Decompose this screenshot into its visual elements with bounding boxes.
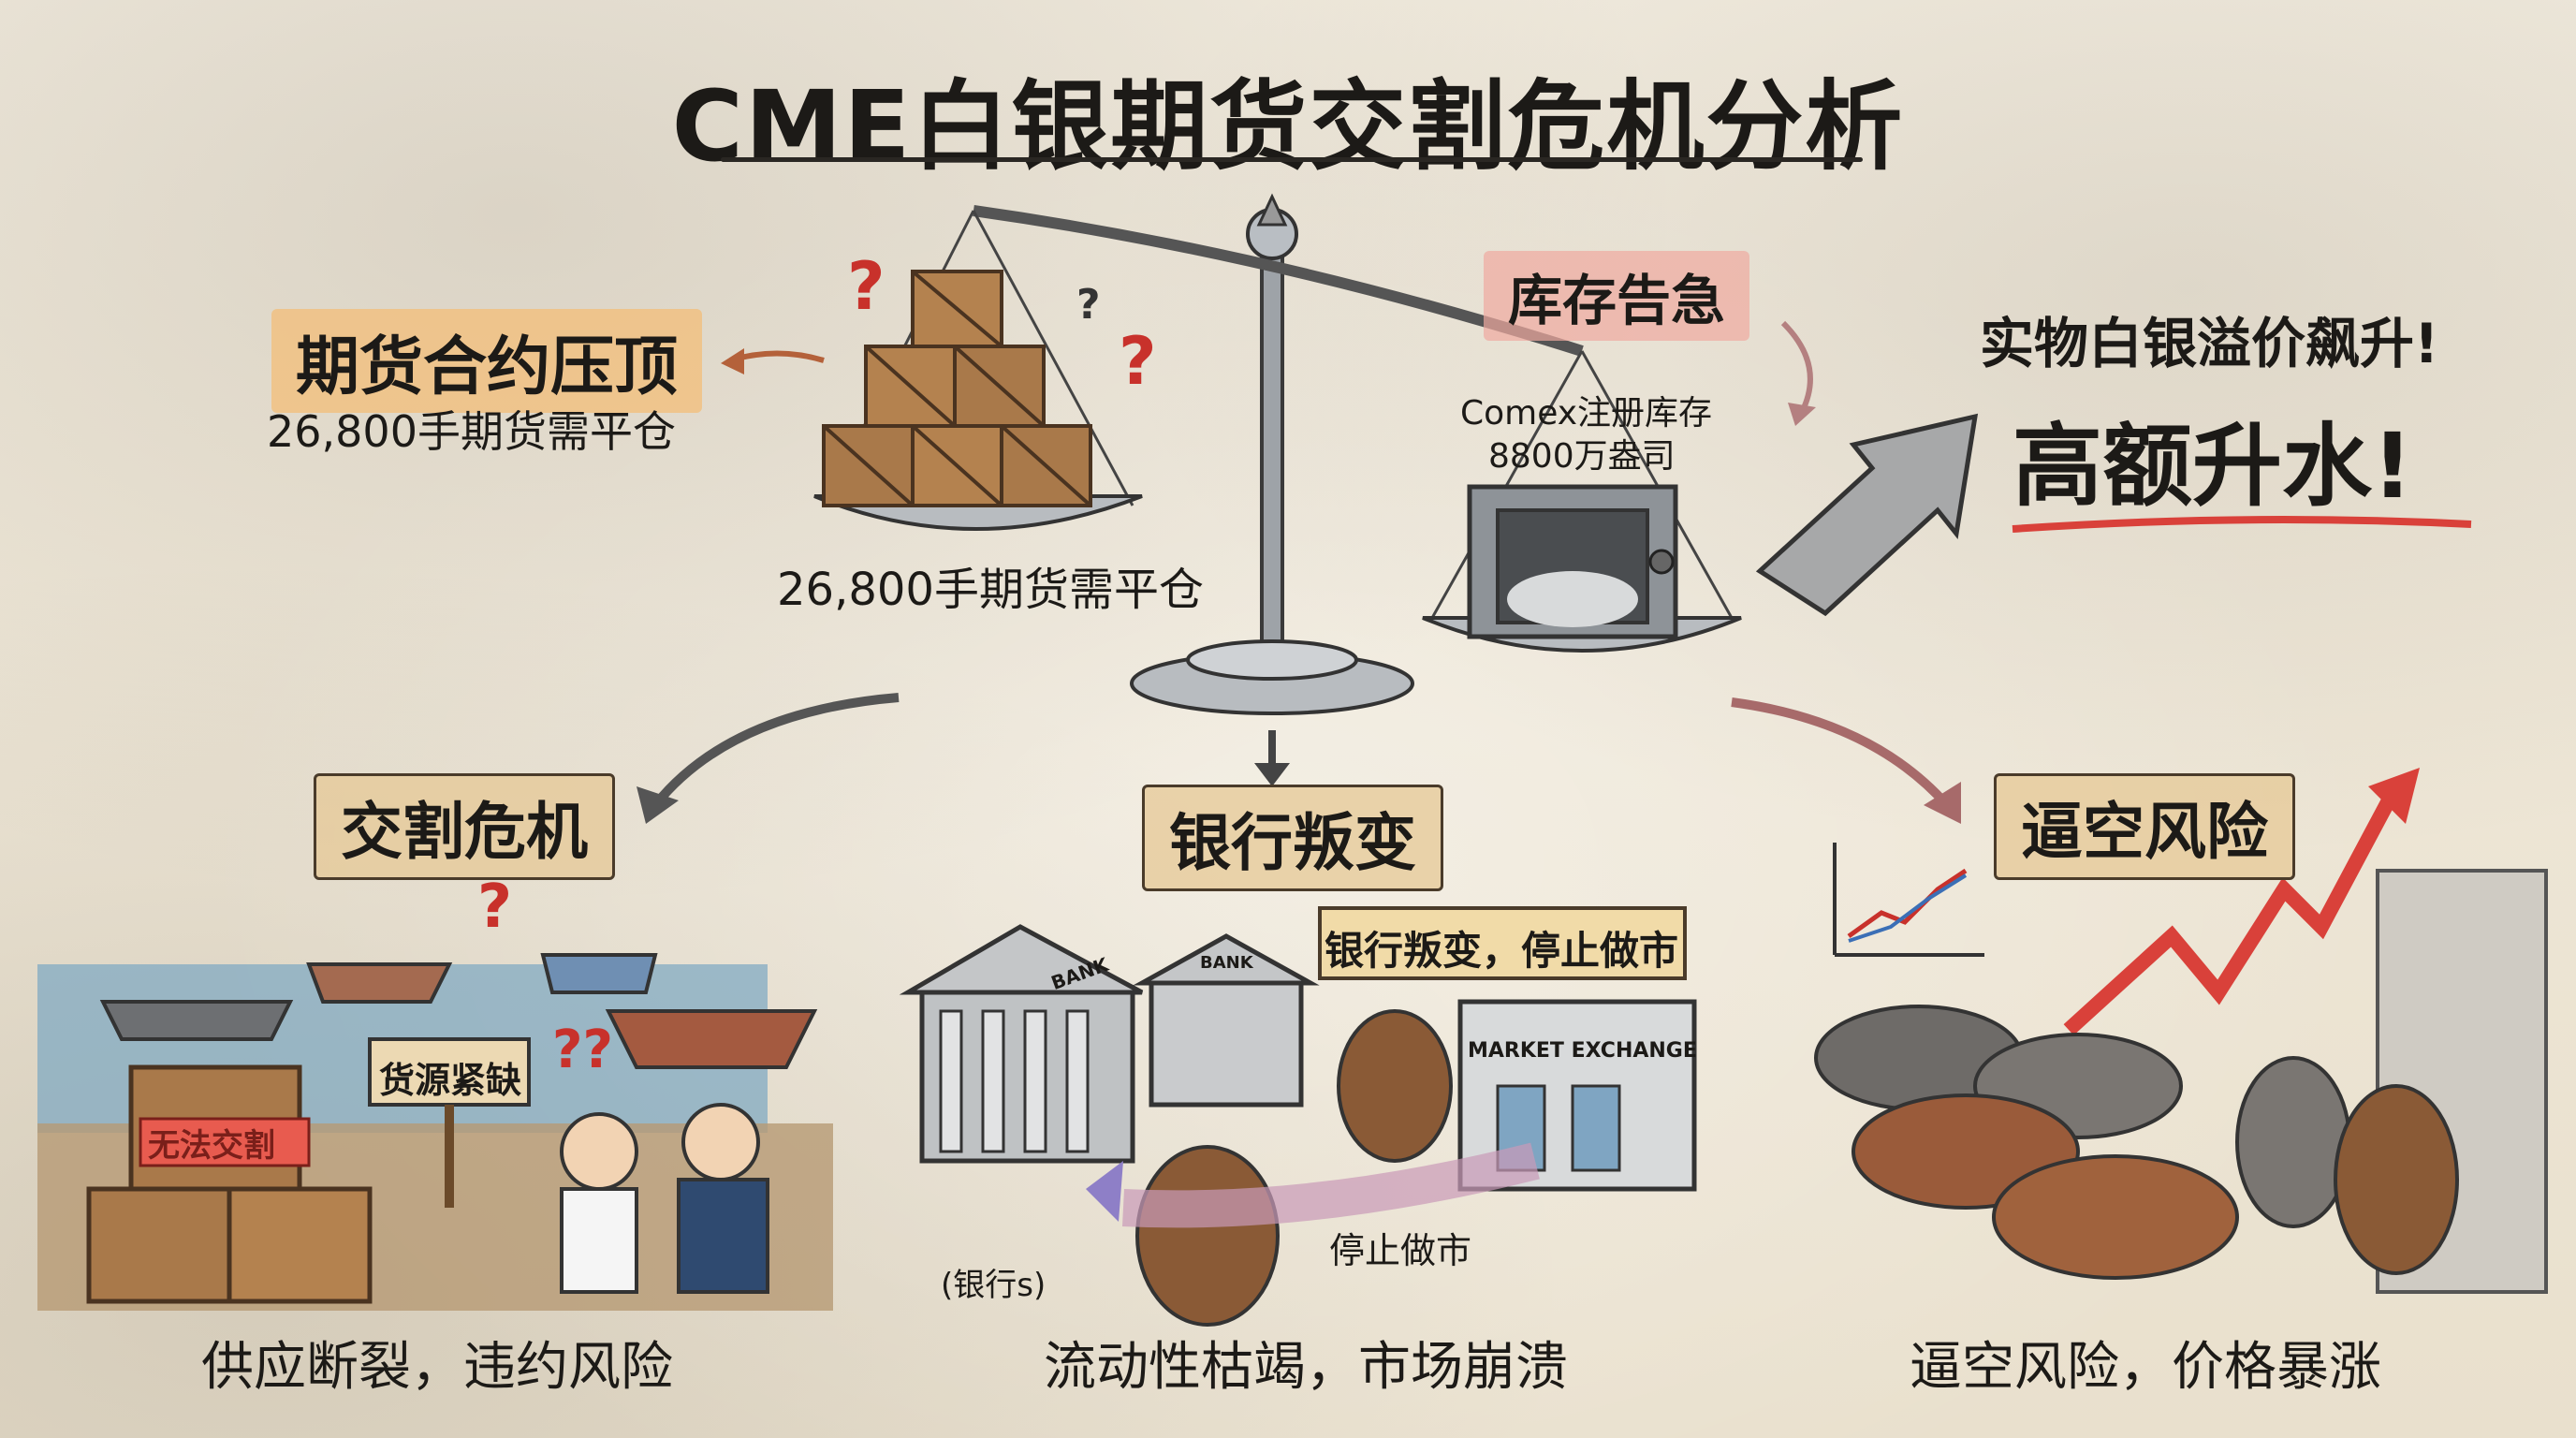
balance-scale <box>813 193 1742 715</box>
stop-market-arrow-label: 停止做市 <box>1329 1230 1472 1271</box>
premium-line1: 实物白银溢价飙升! <box>1980 312 2439 375</box>
bank-scene <box>899 906 1697 1327</box>
contracts-subtext: 26,800手期货需平仓 <box>267 406 676 457</box>
svg-text:?: ? <box>1076 281 1101 329</box>
question-marks-left: ? ? ? <box>847 248 1157 400</box>
inventory-line1: Comex注册库存 <box>1460 394 1713 433</box>
crate-stack <box>822 270 1092 507</box>
premium-line2: 高额升水! <box>2012 414 2413 519</box>
arrow-to-delivery <box>651 693 900 809</box>
exchange-sign: MARKET EXCHANGE <box>1468 1039 1697 1063</box>
bank-sign-2: BANK <box>1200 953 1253 973</box>
inventory-heading: 库存告急 <box>1484 251 1750 341</box>
delivery-heading: 交割危机 <box>314 773 615 880</box>
contracts-heading: 期货合约压顶 <box>271 309 703 413</box>
premium-underline <box>2012 516 2472 533</box>
arrow-to-vault <box>1780 320 1813 414</box>
vault-safe <box>1467 484 1678 639</box>
svg-text:?: ? <box>1119 323 1157 400</box>
banks-side-label: (银行s) <box>941 1267 1046 1304</box>
crate-label: 无法交割 <box>148 1127 275 1165</box>
delivery-caption: 供应断裂，违约风险 <box>201 1337 673 1398</box>
squeeze-heading: 逼空风险 <box>1994 773 2295 880</box>
page-title: CME白银期货交割危机分析 <box>671 69 1905 183</box>
svg-text:??: ?? <box>552 1020 613 1080</box>
squeeze-scene <box>1814 768 2548 1294</box>
squeeze-caption: 逼空风险，价格暴涨 <box>1910 1337 2381 1398</box>
premium-arrow <box>1755 413 1979 617</box>
bank-banner: 银行叛变，停止做市 <box>1325 928 1679 974</box>
svg-text:?: ? <box>477 873 512 942</box>
title-underline <box>721 157 1863 162</box>
arrow-to-squeeze <box>1731 697 1951 809</box>
bank-caption: 流动性枯竭，市场崩溃 <box>1044 1337 1568 1398</box>
bank-heading: 银行叛变 <box>1142 785 1443 891</box>
delivery-scene: ? ?? <box>37 873 833 1311</box>
shortage-sign: 货源紧缺 <box>379 1060 522 1101</box>
scale-left-label: 26,800手期货需平仓 <box>777 564 1204 616</box>
svg-text:?: ? <box>847 248 886 325</box>
inventory-line2: 8800万盎司 <box>1488 437 1676 476</box>
